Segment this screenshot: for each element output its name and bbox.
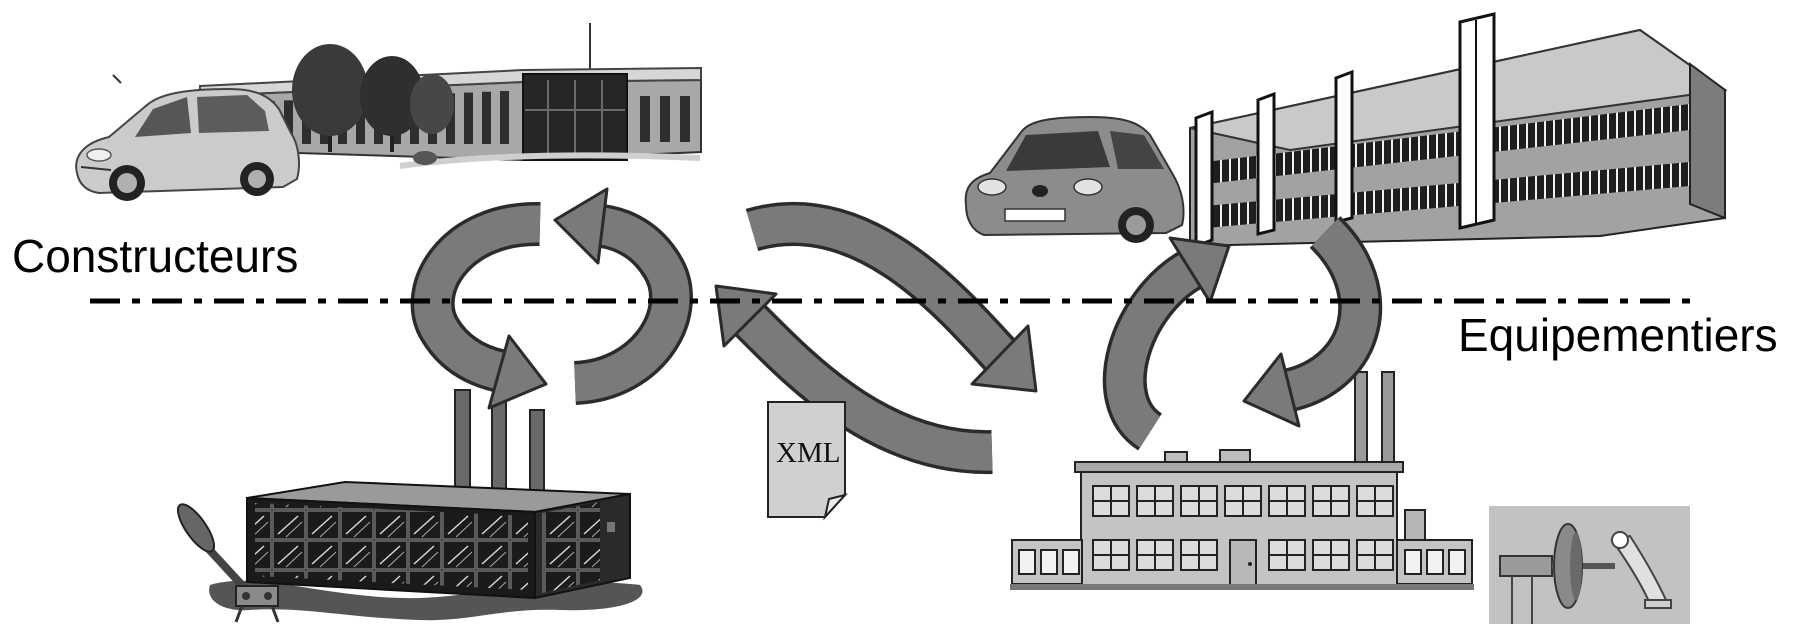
factory-door	[1230, 540, 1256, 586]
office-fin	[1196, 112, 1212, 246]
car-wheel-rim	[117, 173, 137, 193]
lever-bolt	[242, 592, 250, 600]
xml-document-icon: XML	[768, 402, 845, 517]
car-headlight	[1074, 179, 1102, 195]
factory-window	[1269, 486, 1305, 516]
factory-window	[1181, 486, 1217, 516]
factory-base	[1010, 584, 1474, 590]
factory-window	[1225, 486, 1261, 516]
shrub	[413, 151, 437, 165]
hq-window-strip	[482, 92, 491, 144]
car-wheel-rim	[248, 170, 266, 188]
factory-glass-front	[255, 503, 528, 590]
hq-window	[640, 96, 650, 142]
tree-canopy	[410, 74, 454, 134]
lever-grip	[172, 499, 221, 556]
factory-window	[1357, 540, 1393, 570]
door-handle	[1248, 562, 1252, 566]
lever-bolt	[264, 592, 272, 600]
wing-window	[1405, 550, 1421, 574]
factory-window	[1269, 540, 1305, 570]
wing-window	[1041, 550, 1057, 574]
constructeurs-label: Constructeurs	[12, 230, 298, 282]
hq-window	[660, 96, 670, 142]
office-fin	[1336, 72, 1352, 222]
car-antenna	[113, 75, 121, 83]
office-fin	[1258, 94, 1274, 234]
equipementier-cycle-arrow-down	[1244, 232, 1360, 426]
chimney	[492, 396, 506, 502]
factory-roof-band	[1075, 462, 1403, 472]
arrow-head	[555, 189, 607, 263]
factory-window	[1181, 540, 1217, 570]
hq-window	[680, 96, 690, 142]
arrow-head	[1244, 354, 1299, 426]
hq-right-windows	[640, 96, 690, 142]
car-headlight	[87, 149, 111, 161]
factory-window	[1137, 540, 1173, 570]
factory-window	[1313, 486, 1349, 516]
hq-window-strip	[500, 91, 509, 144]
equipementier-office-building	[1190, 14, 1725, 246]
brake-pedal-part	[1489, 506, 1690, 624]
constructeur-cycle-arrow-up	[555, 189, 671, 383]
master-cylinder	[1500, 556, 1552, 576]
tree-canopy	[292, 44, 368, 136]
factory-window	[1357, 486, 1393, 516]
pedal-pivot	[1612, 532, 1628, 548]
factory-window	[1313, 540, 1349, 570]
car-headlight	[978, 179, 1006, 195]
office-end-face	[1690, 64, 1725, 218]
factory-glass-side	[542, 502, 600, 593]
wing-window	[1019, 550, 1035, 574]
hq-glass-entrance	[523, 74, 627, 160]
factory-window	[1137, 486, 1173, 516]
equipementier-cycle-arrow-up	[1125, 238, 1229, 432]
equipementier-car	[966, 117, 1184, 243]
chimney	[455, 390, 470, 502]
wing-window	[1449, 550, 1465, 574]
booster-disk-rim	[1570, 532, 1582, 600]
factory-sign	[607, 522, 615, 532]
factory-window	[1093, 540, 1129, 570]
wing-window	[1063, 550, 1079, 574]
pedal-pad	[1645, 600, 1671, 608]
car-wheel-rim	[1126, 215, 1146, 235]
equipementiers-label: Equipementiers	[1458, 309, 1778, 361]
equipementier-factory	[1010, 372, 1474, 590]
utility-box	[1405, 510, 1425, 540]
car-logo	[1032, 185, 1048, 197]
xml-document-label: XML	[776, 437, 840, 469]
constructeur-cycle-arrow-down	[433, 224, 546, 408]
factory-window	[1093, 486, 1129, 516]
arrow-head	[489, 336, 546, 408]
hq-window-strip	[464, 93, 473, 144]
wing-window	[1427, 550, 1443, 574]
license-plate	[1005, 209, 1065, 221]
